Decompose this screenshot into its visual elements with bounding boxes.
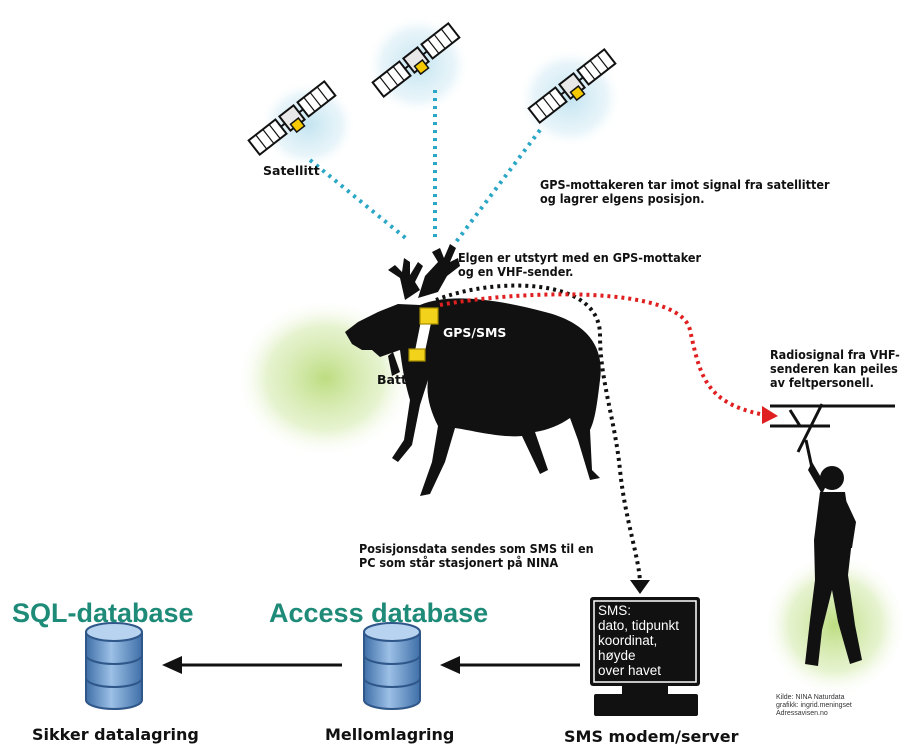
radio-caption: Radiosignal fra VHF- senderen kan peiles… [770,347,900,390]
gps-receiver-caption: GPS-mottakeren tar imot signal fra satel… [540,177,830,206]
antenna-icon [770,403,895,469]
sql-database-title: SQL-database [12,598,194,628]
sms-screen-text: SMS: dato, tidpunkt koordinat, høyde ove… [598,603,680,678]
satellite-glow-left [260,81,356,169]
arrow-to-sql [162,656,342,674]
sql-database-icon [85,622,143,710]
sms-data-path [435,283,642,585]
gps-sms-label: GPS/SMS [443,325,507,340]
moose-caption: Elgen er utstyrt med en GPS-mottaker og … [458,250,702,279]
credit-text: Kilde: NINA Naturdata grafikk: ingrid.me… [776,694,852,717]
satellite-signal-lines [308,90,542,244]
satellite-label: Satellitt [263,163,320,178]
arrow-to-access [440,656,580,674]
position-caption: Posisjonsdata sendes som SMS til en PC s… [359,541,594,570]
access-database-icon [363,622,421,710]
access-database-title: Access database [269,598,489,628]
computer-icon [590,597,700,716]
intermediate-storage-label: Mellomlagring [325,725,455,744]
person-ground-glow [763,553,906,697]
sms-server-label: SMS modem/server [564,727,739,746]
radio-signal-arrowhead [762,406,778,424]
gps-collar [408,307,439,362]
secure-storage-label: Sikker datalagring [32,725,199,744]
field-personnel-icon [805,462,862,666]
sms-path-arrowhead [630,580,650,594]
battery-label: Batteri [377,372,426,387]
moose-icon [345,244,601,496]
